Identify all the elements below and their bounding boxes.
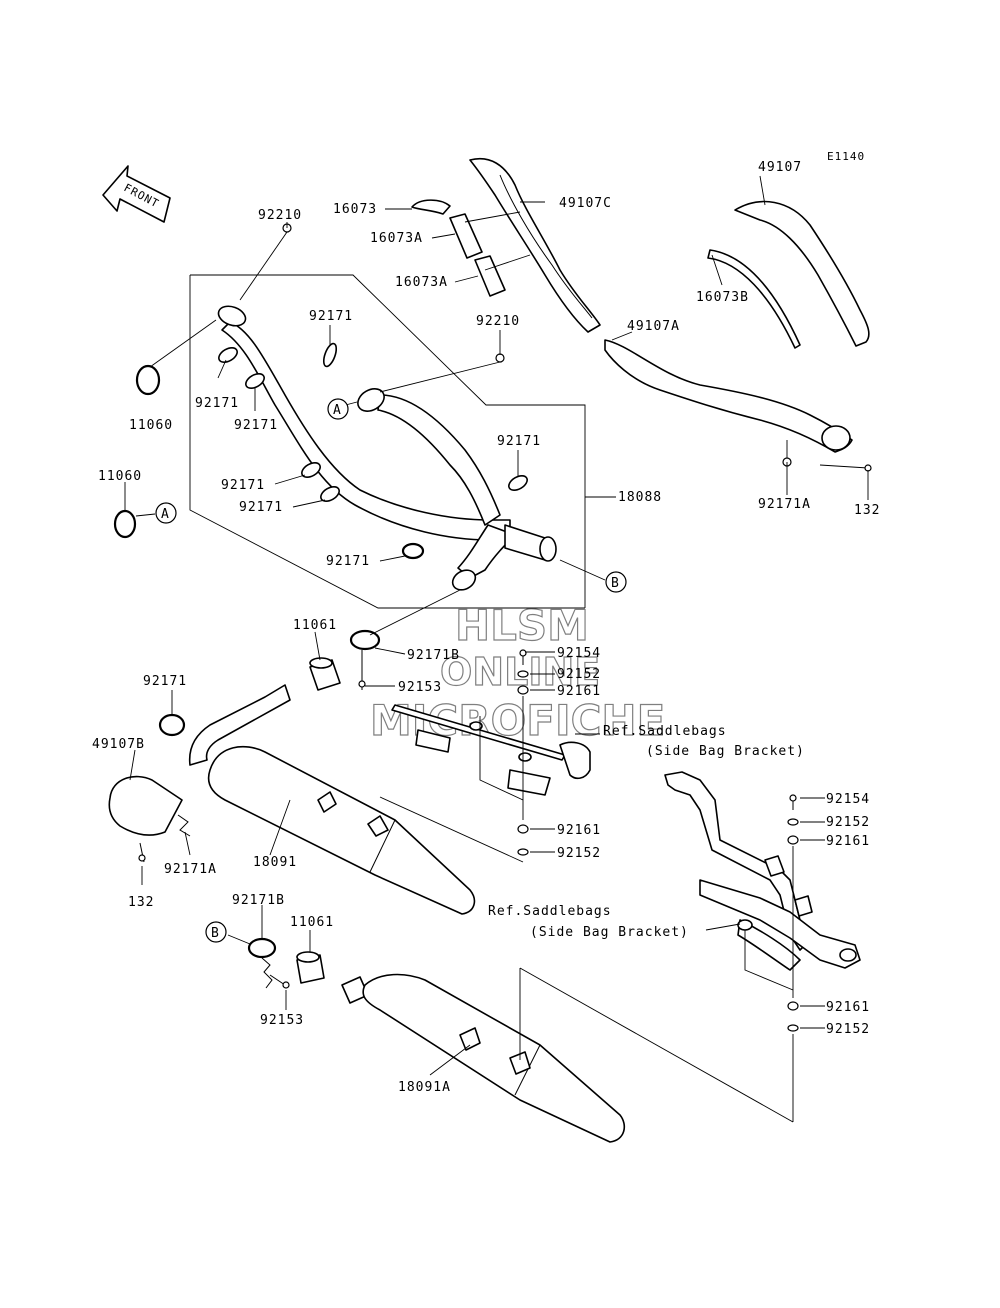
- heat-cover-49107A: [604, 339, 853, 453]
- part-label: 92152: [826, 1022, 870, 1037]
- callout-a-upper-label: A: [333, 403, 342, 418]
- ref-saddlebags-lower-line1: Ref.Saddlebags: [488, 904, 612, 919]
- part-label: 16073A: [370, 231, 423, 246]
- ref-saddlebags-lower-line2: (Side Bag Bracket): [530, 925, 689, 940]
- part-label: 11060: [98, 469, 142, 484]
- muffler-18091A: [341, 973, 626, 1143]
- callout-a-lower: A: [155, 502, 177, 524]
- part-label: 92210: [258, 208, 302, 223]
- part-label: 16073: [333, 202, 377, 217]
- part-label: 92171B: [407, 648, 460, 663]
- part-label: 92171: [239, 500, 283, 515]
- part-label: 16073B: [696, 290, 749, 305]
- part-label: 92161: [826, 1000, 870, 1015]
- clamps-92171: [158, 342, 528, 737]
- part-label: 92171: [221, 478, 265, 493]
- part-label: 49107: [758, 160, 802, 175]
- watermark-line-1: HLSM: [455, 601, 589, 650]
- callout-a-upper: A: [327, 398, 349, 420]
- heat-shield-16073A-lower: [474, 255, 506, 297]
- part-label: 49107A: [627, 319, 680, 334]
- part-label: 92161: [826, 834, 870, 849]
- gaskets-11060: [113, 364, 161, 539]
- part-label: 92210: [476, 314, 520, 329]
- header-pipe-18088: [217, 305, 557, 591]
- part-label: 92161: [557, 684, 601, 699]
- part-label: 18088: [618, 490, 662, 505]
- clamp-92171B-upper: [349, 629, 381, 688]
- part-label: 92171: [497, 434, 541, 449]
- part-label: 92171A: [758, 497, 811, 512]
- muffler-18091: [188, 684, 476, 915]
- saddlebag-bracket-upper: [391, 704, 591, 796]
- part-label: 92171: [234, 418, 278, 433]
- diagram-code: E1140: [827, 150, 865, 163]
- part-label: 49107C: [559, 196, 612, 211]
- callout-b-lower-label: B: [211, 926, 220, 941]
- ref-saddlebags-upper-line1: Ref.Saddlebags: [603, 724, 727, 739]
- ref-saddlebags-upper-line2: (Side Bag Bracket): [646, 744, 805, 759]
- part-label: 18091A: [398, 1080, 451, 1095]
- front-arrow-icon: FRONT: [102, 165, 171, 223]
- part-label: 92171A: [164, 862, 217, 877]
- part-label: 92154: [826, 792, 870, 807]
- heat-cover-49107C: [469, 158, 601, 333]
- part-label: 11060: [129, 418, 173, 433]
- part-label: 132: [128, 895, 154, 910]
- callout-b-lower: B: [205, 921, 227, 943]
- part-label: 92171: [309, 309, 353, 324]
- part-label: 92154: [557, 646, 601, 661]
- part-label: 132: [854, 503, 880, 518]
- part-labels: 92210 16073 16073A 16073A 49107C 49107 1…: [92, 160, 880, 1095]
- part-label: 92153: [398, 680, 442, 695]
- part-label: 11061: [293, 618, 337, 633]
- hardware-lower: [269, 794, 799, 1032]
- part-label: 92171: [195, 396, 239, 411]
- part-label: 16073A: [395, 275, 448, 290]
- hardware-upper: [358, 649, 529, 856]
- callout-b-upper-label: B: [611, 576, 620, 591]
- part-label: 49107B: [92, 737, 145, 752]
- saddlebag-bracket-lower: [664, 771, 861, 971]
- watermark-line-2: ONLINE: [440, 650, 600, 694]
- tip-cover-49107B: [108, 775, 191, 837]
- callout-a-lower-label: A: [161, 507, 170, 522]
- part-label: 92152: [557, 667, 601, 682]
- part-label: 92171: [326, 554, 370, 569]
- part-label: 18091: [253, 855, 297, 870]
- clamp-92171B-lower: [247, 937, 277, 989]
- part-label: 92152: [826, 815, 870, 830]
- part-label: 92171B: [232, 893, 285, 908]
- part-label: 92171: [143, 674, 187, 689]
- part-label: 92161: [557, 823, 601, 838]
- assembly-lines: [189, 274, 616, 609]
- heat-shield-16073A-upper: [449, 213, 483, 259]
- sleeve-11061-upper: [309, 657, 341, 691]
- part-label: 11061: [290, 915, 334, 930]
- heat-shield-16073: [411, 199, 451, 215]
- part-label: 92152: [557, 846, 601, 861]
- heat-shield-16073B: [707, 249, 801, 349]
- callout-b-upper: B: [605, 571, 627, 593]
- heat-cover-49107: [734, 200, 870, 347]
- sleeve-11061-lower: [296, 951, 325, 984]
- leader-lines: [124, 175, 869, 1123]
- part-label: 92153: [260, 1013, 304, 1028]
